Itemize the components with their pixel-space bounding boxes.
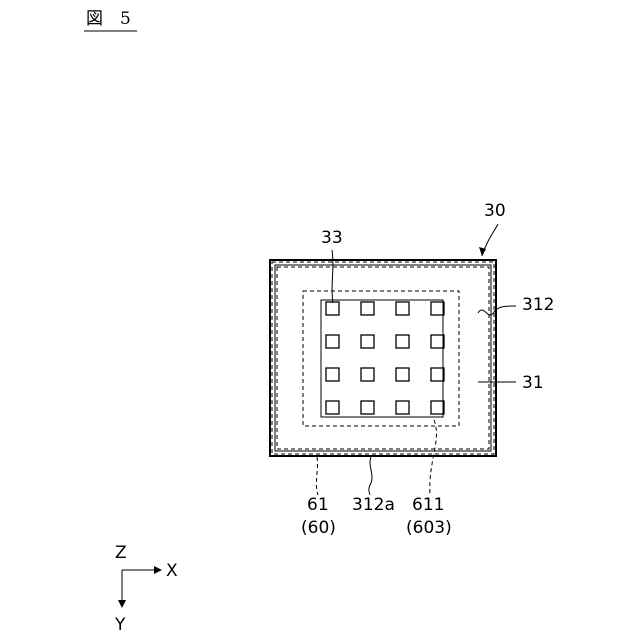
pad-3-0 <box>326 401 339 414</box>
axis-x-arrow <box>154 566 162 574</box>
leader-61 <box>316 457 318 495</box>
pad-0-1 <box>361 302 374 315</box>
label-30: 30 <box>484 201 506 221</box>
label-312a: 312a <box>352 495 395 515</box>
label-60: (60) <box>301 518 336 538</box>
pad-3-1 <box>361 401 374 414</box>
label-611: 611 <box>412 495 444 515</box>
leader-33 <box>332 250 333 303</box>
leader-611 <box>430 420 437 495</box>
label-31: 31 <box>522 373 544 393</box>
pad-2-3 <box>431 368 444 381</box>
pad-2-0 <box>326 368 339 381</box>
pad-0-0 <box>326 302 339 315</box>
pad-2-1 <box>361 368 374 381</box>
label-33: 33 <box>321 228 343 248</box>
pad-2-2 <box>396 368 409 381</box>
axis-x-label: X <box>166 561 178 581</box>
dashed-perimeter-312a <box>277 267 489 449</box>
pad-grid <box>326 302 444 414</box>
pad-0-2 <box>396 302 409 315</box>
pad-array-frame <box>321 300 443 417</box>
pad-1-0 <box>326 335 339 348</box>
pad-3-3 <box>431 401 444 414</box>
label-312: 312 <box>522 295 554 315</box>
leader-312a <box>369 455 372 495</box>
figure-title: 図 5 <box>86 9 131 29</box>
axis-y-arrow <box>118 600 126 608</box>
device-outer-frame <box>270 260 496 456</box>
label-61: 61 <box>307 495 329 515</box>
pad-0-3 <box>431 302 444 315</box>
pad-3-2 <box>396 401 409 414</box>
pad-1-3 <box>431 335 444 348</box>
axis-z-label: Z <box>115 543 127 563</box>
axis-y-label: Y <box>114 615 126 635</box>
pad-1-2 <box>396 335 409 348</box>
pad-1-1 <box>361 335 374 348</box>
label-603: (603) <box>406 518 452 538</box>
